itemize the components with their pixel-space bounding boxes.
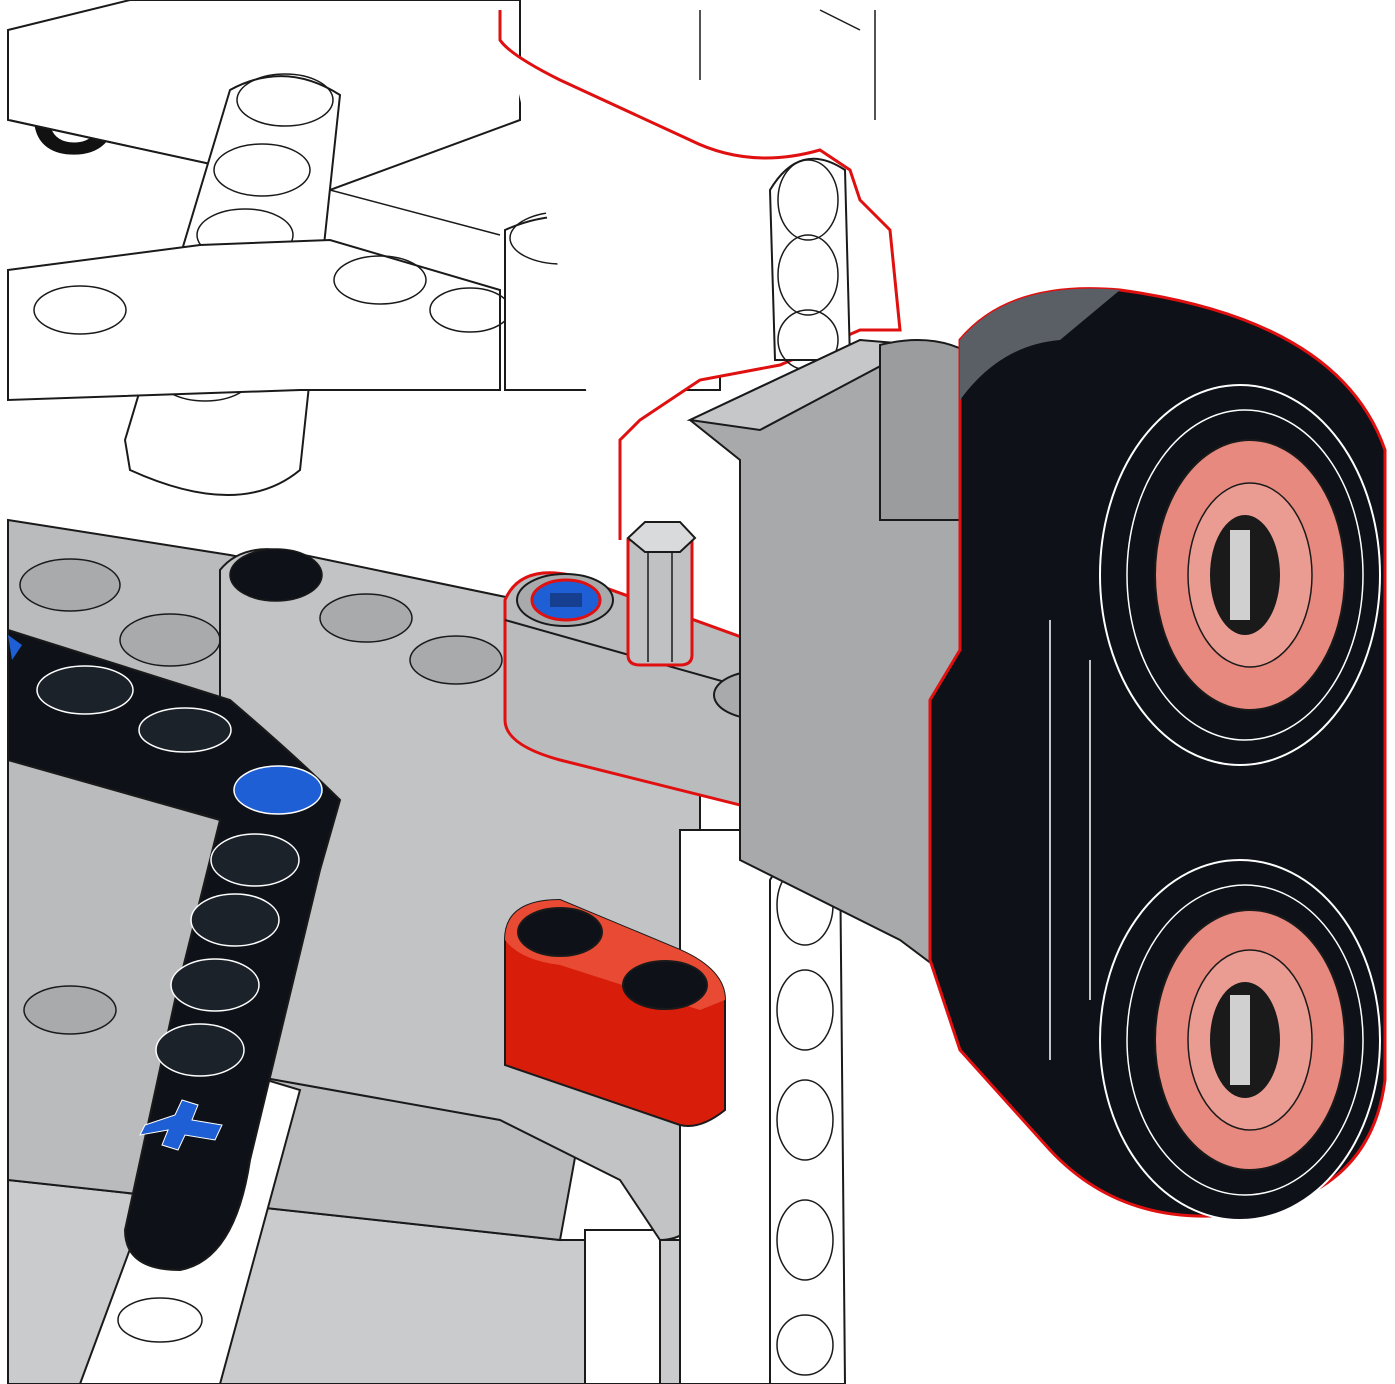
ultrasonic-sensor [686,287,1387,1221]
sensor-eye-lower [1099,859,1381,1221]
sensor-eye-upper [1099,384,1381,766]
blue-pin [530,578,602,622]
cross-axle [626,521,697,667]
black-angled-beam [7,628,342,1272]
frame-beams [7,0,902,540]
red-double-connector [504,898,726,1127]
